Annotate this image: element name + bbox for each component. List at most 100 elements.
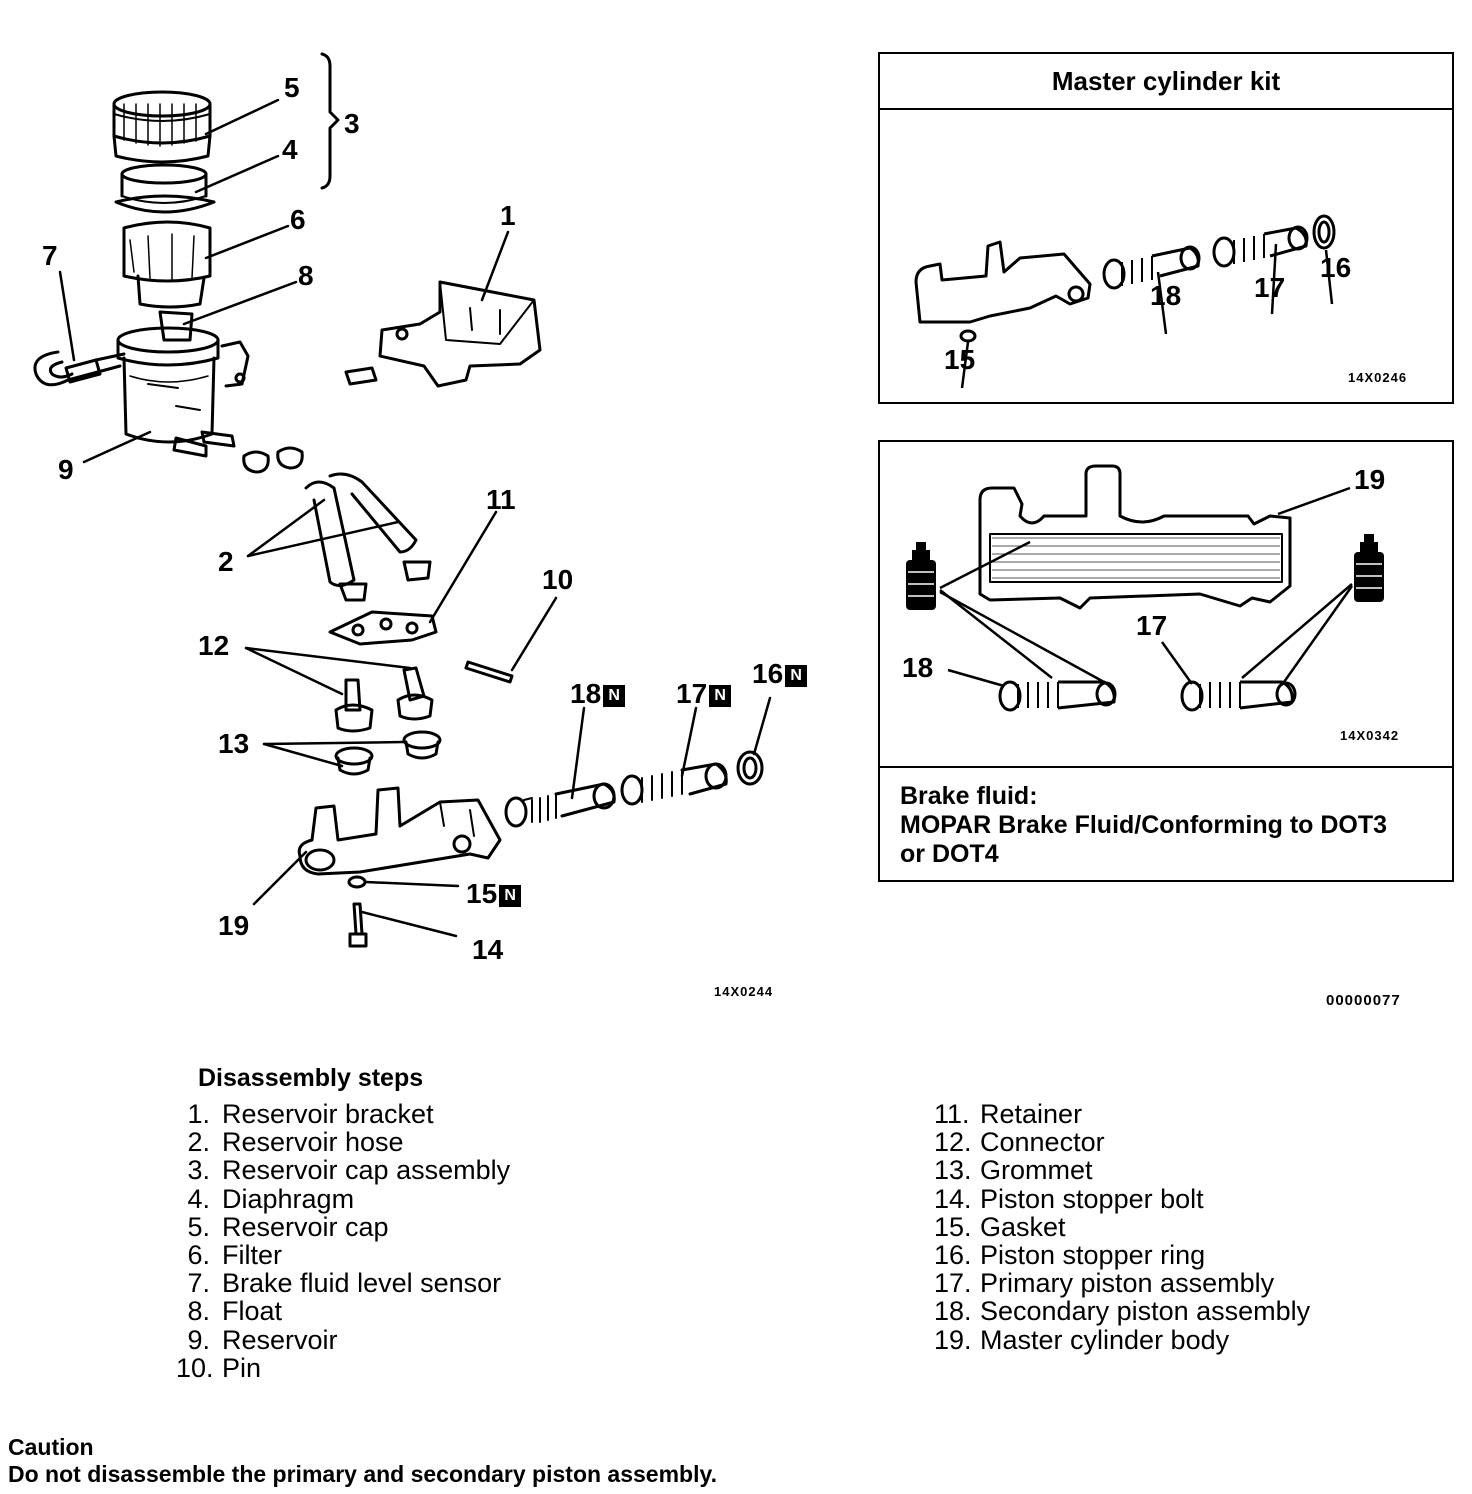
reservoir-cap-drawing (112, 90, 212, 164)
step-num: 13. (934, 1155, 972, 1186)
connectors-drawing (334, 666, 434, 733)
brake-fluid-drawing (906, 464, 1384, 712)
leader-lines (58, 98, 772, 938)
step-text: Connector (980, 1127, 1105, 1158)
label-19-main: 19 (218, 910, 250, 941)
step-num: 16. (934, 1240, 972, 1271)
step-item: 10. Pin (176, 1354, 510, 1382)
step-item: 19. Master cylinder body (934, 1324, 1310, 1355)
disassembly-title: Disassembly steps (198, 1064, 424, 1092)
fluid-label-17: 17 (1136, 610, 1168, 641)
step-num: 8. (187, 1296, 210, 1327)
step-text: Diaphragm (222, 1183, 355, 1214)
grommets-drawing (334, 730, 442, 776)
step-text: Gasket (980, 1211, 1066, 1242)
step-text: Reservoir (222, 1324, 338, 1355)
step-item: 17.Primary piston assembly (934, 1269, 1310, 1297)
step-item: 16. Piston stopper ring (934, 1241, 1310, 1269)
caution-text: Do not disassemble the primary and secon… (8, 1461, 717, 1487)
disassembly-list-right: 11. Retainer 12. Connector 13. Grommet 14.P… (934, 1100, 1310, 1354)
step-text: Reservoir cap assembly (222, 1155, 511, 1186)
bracket-3 (320, 52, 340, 190)
hose-clamps-drawing (242, 446, 304, 474)
step-num: 1. (187, 1099, 210, 1129)
step-text: Master cylinder body (980, 1324, 1230, 1355)
label-4: 4 (282, 134, 298, 165)
label-13: 13 (218, 728, 250, 759)
pin-drawing (464, 660, 514, 684)
label-18-main-num: 18 (570, 678, 602, 709)
filter-drawing (122, 220, 212, 309)
step-item: 13. Grommet (934, 1156, 1310, 1184)
fluid-label-19: 19 (1354, 464, 1386, 495)
caution-title: Caution (8, 1434, 94, 1460)
label-12: 12 (198, 630, 230, 661)
step-text: Piston stopper bolt (980, 1183, 1204, 1214)
fluid-spec: Brake fluid: MOPAR Brake Fluid/Conformin… (880, 766, 1452, 880)
step-text: Brake fluid level sensor (222, 1268, 502, 1299)
master-cylinder-kit-panel: Master cylinder kit 18 17 16 15 14X0246 (878, 52, 1454, 404)
new-part-mark: N (709, 685, 732, 707)
step-item: 7. Brake fluid level sensor (176, 1269, 510, 1297)
label-6: 6 (290, 204, 306, 235)
fluid-spec-line-3: or DOT4 (900, 840, 999, 868)
step-text: Filter (222, 1240, 282, 1271)
fluid-divider (880, 766, 1452, 768)
new-part-mark: N (785, 665, 808, 687)
label-17-main-num: 17 (676, 678, 708, 709)
stopper-ring-drawing (736, 750, 764, 786)
fluid-figure-code: 14X0342 (1340, 728, 1400, 743)
step-text: Primary piston assembly (980, 1268, 1275, 1299)
kit-label-18: 18 (1150, 280, 1182, 311)
label-3: 3 (344, 108, 360, 139)
step-num: 18. (934, 1296, 972, 1327)
step-text: Retainer (980, 1099, 1083, 1129)
step-item: 15. Gasket (934, 1213, 1310, 1241)
label-15-main-num: 15 (466, 878, 498, 909)
step-item: 9. Reservoir (176, 1324, 510, 1355)
step-num: 3. (187, 1155, 210, 1186)
step-num: 15. (934, 1211, 972, 1242)
label-10: 10 (542, 564, 574, 595)
disassembly-list-left: 1.Reservoir bracket 2.Reservoir hose 3. R… (176, 1100, 510, 1382)
kit-figure-code: 14X0246 (1348, 370, 1408, 385)
step-item: 18. Secondary piston assembly (934, 1297, 1310, 1325)
secondary-piston-drawing (504, 782, 616, 828)
main-figure-code: 14X0244 (714, 984, 774, 999)
label-11: 11 (486, 484, 516, 515)
step-text: Secondary piston assembly (980, 1296, 1311, 1327)
step-num: 10. (176, 1352, 214, 1383)
new-part-mark: N (499, 885, 522, 907)
step-text: Reservoir hose (222, 1127, 404, 1158)
step-text: Grommet (980, 1155, 1093, 1186)
label-2: 2 (218, 546, 234, 577)
step-item: 8.Float (176, 1297, 510, 1325)
step-item: 11. Retainer (934, 1100, 1310, 1128)
brake-fluid-panel: 19 17 18 14X0342 Brake fluid: MOPAR Brak… (878, 440, 1454, 882)
master-cylinder-body-drawing (297, 786, 502, 876)
step-item: 5.Reservoir cap (176, 1213, 510, 1241)
kit-drawing (914, 214, 1336, 389)
step-num: 7. (187, 1268, 210, 1299)
step-item: 2.Reservoir hose (176, 1128, 510, 1156)
step-num: 19. (934, 1324, 972, 1355)
step-text: Pin (222, 1352, 262, 1383)
fluid-spec-line-1: Brake fluid: (900, 782, 1038, 810)
step-num: 9. (187, 1324, 210, 1355)
step-item: 14.Piston stopper bolt (934, 1183, 1310, 1214)
step-num: 11. (934, 1099, 970, 1129)
step-num: 12. (934, 1127, 972, 1158)
level-sensor-drawing (33, 350, 126, 387)
step-text: Piston stopper ring (980, 1240, 1206, 1271)
step-num: 5. (187, 1211, 210, 1242)
label-9: 9 (58, 454, 74, 485)
step-item: 3. Reservoir cap assembly (176, 1156, 510, 1184)
kit-label-17: 17 (1254, 272, 1286, 303)
label-7: 7 (42, 240, 58, 271)
step-num: 4. (187, 1183, 210, 1214)
step-item: 4. Diaphragm (176, 1183, 510, 1214)
step-item: 1.Reservoir bracket (176, 1100, 510, 1128)
